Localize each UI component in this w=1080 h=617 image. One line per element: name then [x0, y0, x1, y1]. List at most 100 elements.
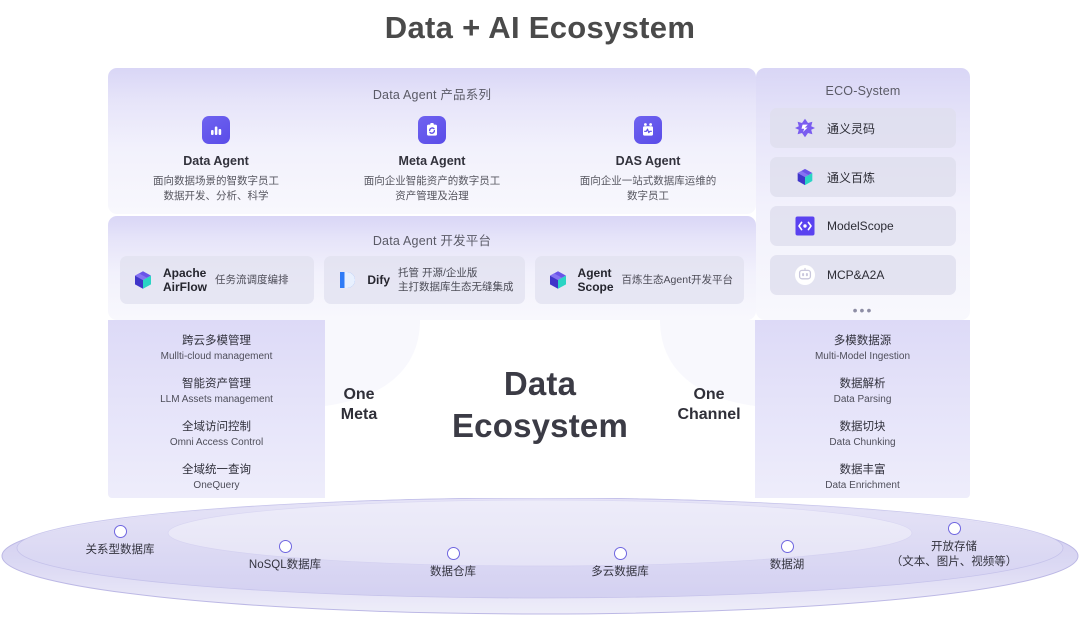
devplatform-card-agentscope[interactable]: Agent Scope 百炼生态Agent开发平台	[534, 256, 744, 304]
one-meta-label-line1: One	[343, 386, 375, 403]
base-ellipse-inner	[167, 499, 913, 567]
eco-panel-title: ECO-System	[825, 84, 901, 98]
devplatform-panel-title: Data Agent 开发平台	[372, 234, 492, 248]
feature-item: 数据解析 Data Parsing	[834, 377, 892, 406]
center-title-line1: Data	[503, 365, 577, 402]
middle-band: 跨云多模管理 Mullti-cloud management 智能资产管理 LL…	[0, 320, 1080, 498]
node-dot-icon	[947, 522, 961, 535]
one-channel-column: 多模数据源 Multi-Model Ingestion 数据解析 Data Pa…	[755, 320, 970, 498]
devplatform-note-line1: 百炼生态Agent开发平台	[621, 273, 733, 286]
agent-card-row: Data Agent 面向数据场景的智数字员工 数据开发、分析、科学 Meta …	[108, 116, 756, 204]
feature-item: 智能资产管理 LLM Assets management	[160, 377, 273, 406]
devplatform-card-dify[interactable]: Dify 托管 开源/企业版 主打数据库生态无缝集成	[324, 256, 525, 304]
node-dot-icon	[613, 547, 627, 560]
feature-item: 数据丰富 Data Enrichment	[825, 463, 899, 492]
feature-cn: 多模数据源	[833, 335, 892, 347]
devplatform-brand-line2: AirFlow	[163, 280, 207, 294]
agent-card-data-agent[interactable]: Data Agent 面向数据场景的智数字员工 数据开发、分析、科学	[116, 116, 316, 204]
node-nosql-db[interactable]: NoSQL数据库	[237, 540, 333, 573]
eco-item-label: MCP&A2A	[827, 268, 885, 282]
one-channel-label-line2: Channel	[677, 406, 741, 423]
devplatform-card-apache-airflow[interactable]: Apache AirFlow 任务流调度编排	[120, 256, 315, 304]
eco-item-tongyi-lingma[interactable]: 通义灵码	[770, 108, 956, 148]
node-label: 数据仓库	[430, 566, 476, 578]
node-dot-icon	[446, 547, 460, 560]
devplatform-note-line1: 托管 开源/企业版	[398, 266, 478, 279]
feature-en: OneQuery	[193, 479, 240, 491]
agent-desc-line1: 面向企业一站式数据库运维的	[579, 175, 717, 187]
node-data-warehouse[interactable]: 数据仓库	[405, 547, 501, 580]
node-label: NoSQL数据库	[248, 559, 322, 571]
feature-item: 全域访问控制 Omni Access Control	[170, 420, 263, 449]
page-title: Data + AI Ecosystem	[384, 10, 696, 45]
devplatform-note-line1: 任务流调度编排	[215, 273, 289, 286]
eco-item-label: ModelScope	[827, 219, 894, 233]
bar-chart-icon	[202, 116, 230, 144]
devplatform-brand-line1: Apache	[163, 265, 207, 280]
dify-logo	[335, 268, 359, 292]
node-label: 开放存储 （文本、图片、视频等）	[890, 541, 1018, 568]
agent-desc-line2: 数字员工	[627, 190, 669, 203]
agent-card-meta-agent[interactable]: Meta Agent 面向企业智能资产的数字员工 资产管理及治理	[332, 116, 532, 204]
feature-en: Data Chunking	[829, 436, 896, 448]
feature-cn: 跨云多模管理	[182, 335, 251, 347]
feature-item: 全域统一查询 OneQuery	[182, 463, 251, 492]
feature-en: Data Parsing	[833, 393, 892, 405]
one-meta-feature-list: 跨云多模管理 Mullti-cloud management 智能资产管理 LL…	[108, 334, 325, 492]
feature-cn: 数据切块	[839, 421, 886, 434]
eco-item-label: 通义灵码	[827, 121, 876, 136]
devplatform-card-row: Apache AirFlow 任务流调度编排 Dify	[120, 256, 744, 304]
node-relational-db[interactable]: 关系型数据库	[72, 525, 168, 558]
tongyi-bailian-logo	[794, 166, 816, 188]
agents-panel-title: Data Agent 产品系列	[372, 88, 492, 102]
one-channel-feature-list: 多模数据源 Multi-Model Ingestion 数据解析 Data Pa…	[755, 334, 970, 492]
clipboard-sync-icon	[418, 116, 446, 144]
one-meta-column: 跨云多模管理 Mullti-cloud management 智能资产管理 LL…	[108, 320, 325, 498]
agent-card-das-agent[interactable]: DAS Agent 面向企业一站式数据库运维的 数字员工	[548, 116, 748, 204]
agent-name: DAS Agent	[615, 154, 681, 168]
devplatform-brand-line1: Agent	[577, 265, 612, 280]
apache-airflow-logo	[131, 268, 155, 292]
agentscope-logo	[546, 268, 570, 292]
eco-item-modelscope[interactable]: ModelScope	[770, 206, 956, 246]
one-meta-label: One Meta	[325, 385, 393, 425]
agent-desc-line2: 数据开发、分析、科学	[163, 190, 269, 203]
feature-cn: 智能资产管理	[182, 378, 251, 391]
eco-item-mcp-a2a[interactable]: MCP&A2A	[770, 255, 956, 295]
feature-cn: 数据解析	[839, 378, 886, 391]
node-label: 数据湖	[769, 559, 805, 571]
node-multicloud-db[interactable]: 多云数据库	[572, 547, 668, 580]
base-ellipse-top	[16, 497, 1064, 599]
data-agent-devplatform-panel: Data Agent 开发平台 Apache AirFlow	[108, 216, 756, 320]
one-channel-label: One Channel	[668, 385, 750, 425]
node-label: 关系型数据库	[85, 544, 155, 556]
devplatform-note-line2: 主打数据库生态无缝集成	[398, 281, 514, 293]
center-title: Data Ecosystem	[400, 363, 680, 446]
data-agent-products-panel: Data Agent 产品系列 Data Agent 面向数据场景的智数字员工 …	[108, 68, 756, 214]
feature-item: 多模数据源 Multi-Model Ingestion	[815, 334, 910, 363]
data-source-nodes: 关系型数据库 NoSQL数据库 数据仓库 多云数据库 数据湖 开放存储 （文本、…	[0, 492, 1080, 617]
eco-item-tongyi-bailian[interactable]: 通义百炼	[770, 157, 956, 197]
node-label: 多云数据库	[591, 566, 649, 578]
node-data-lake[interactable]: 数据湖	[739, 540, 835, 573]
feature-cn: 数据丰富	[839, 464, 886, 477]
feature-cn: 全域统一查询	[182, 464, 251, 477]
agent-name: Data Agent	[183, 154, 249, 168]
one-channel-label-line1: One	[693, 386, 725, 403]
eco-item-label: 通义百炼	[827, 170, 876, 185]
feature-en: Multi-Model Ingestion	[814, 350, 911, 362]
feature-cn: 全域访问控制	[182, 421, 251, 434]
node-open-storage[interactable]: 开放存储 （文本、图片、视频等）	[874, 522, 1034, 570]
feature-en: LLM Assets management	[160, 393, 273, 405]
mcp-a2a-robot-logo	[794, 264, 816, 286]
agent-name: Meta Agent	[398, 154, 466, 168]
center-title-line2: Ecosystem	[451, 406, 629, 444]
one-meta-label-line2: Meta	[340, 406, 378, 423]
eco-more-ellipsis[interactable]: •••	[852, 302, 874, 318]
feature-item: 跨云多模管理 Mullti-cloud management	[161, 334, 273, 363]
node-dot-icon	[278, 540, 292, 553]
feature-en: Mullti-cloud management	[160, 350, 273, 362]
agent-desc-line2: 资产管理及治理	[395, 190, 469, 203]
